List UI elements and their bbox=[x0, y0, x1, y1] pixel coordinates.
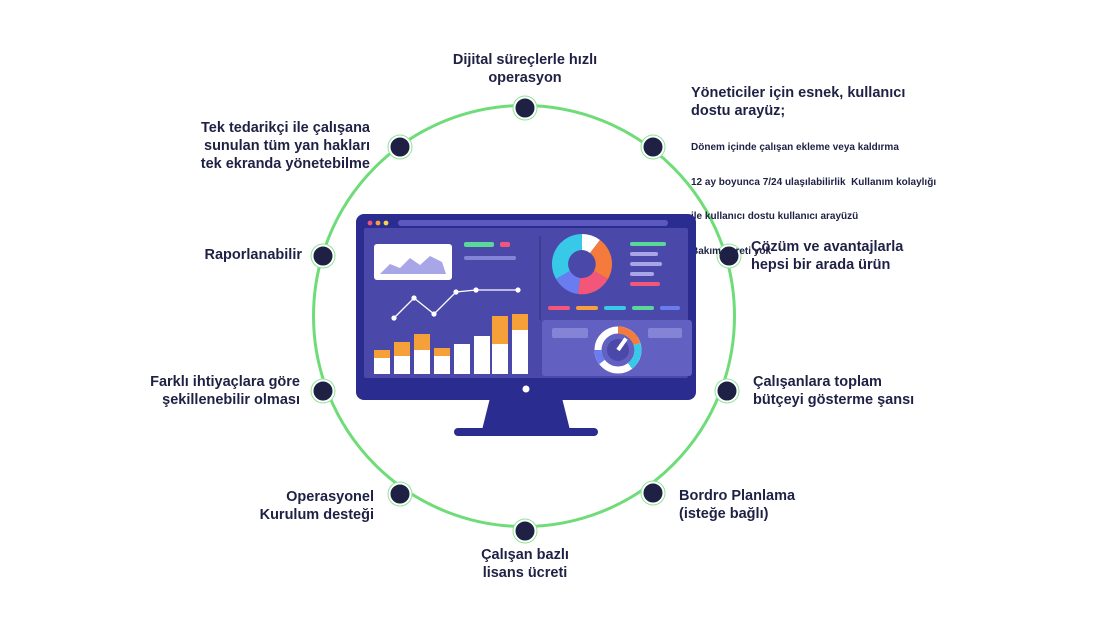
strip-pink bbox=[548, 306, 570, 310]
bar-accent bbox=[394, 342, 410, 356]
window-dot-red bbox=[367, 220, 373, 226]
label-bottom-line-2: lisans ücreti bbox=[482, 565, 568, 581]
label-bottom-right-line-2: (isteğe bağlı) bbox=[679, 506, 769, 522]
bar-accent bbox=[512, 314, 528, 330]
window-dot-yellow bbox=[383, 220, 389, 226]
donut-slice-pink bbox=[578, 271, 608, 295]
label-bottom-left: Operasyonel Kurulum desteği bbox=[214, 488, 374, 524]
line-point bbox=[473, 287, 479, 293]
strip-cyan bbox=[604, 306, 626, 310]
label-bottom-right: Bordro Planlama (isteğe bağlı) bbox=[679, 487, 795, 523]
legend-line bbox=[630, 262, 662, 266]
line-point bbox=[391, 315, 397, 321]
legend-line bbox=[630, 252, 658, 256]
bar bbox=[374, 356, 390, 374]
legend-bar-light bbox=[464, 256, 516, 260]
label-right-upper-line-1: Çözüm ve avantajlarla bbox=[751, 239, 904, 255]
label-left-upper-line-1: Raporlanabilir bbox=[204, 247, 303, 263]
legend-line bbox=[630, 282, 660, 286]
label-right-lower: Çalışanlara toplam bütçeyi gösterme şans… bbox=[753, 373, 914, 409]
label-bottom: Çalışan bazlı lisans ücreti bbox=[445, 546, 605, 582]
donut-slice-cyan bbox=[551, 234, 582, 279]
label-top-left: Tek tedarikçi ile çalışana sunulan tüm y… bbox=[160, 119, 370, 173]
line-point bbox=[411, 295, 417, 301]
detail-line-1: Dönem içinde çalışan ekleme veya kaldırm… bbox=[691, 142, 899, 153]
label-right-upper: Çözüm ve avantajlarla hepsi bir arada ür… bbox=[751, 238, 903, 274]
label-top-line-2: operasyon bbox=[488, 70, 562, 86]
bar bbox=[434, 356, 450, 374]
bar-accent bbox=[374, 350, 390, 358]
bar-chart bbox=[374, 314, 528, 374]
strip-blue bbox=[660, 306, 680, 310]
donut-slice-orange bbox=[590, 240, 613, 279]
ring-dot-left-lower bbox=[311, 379, 335, 403]
label-top-right-title: Yöneticiler için esnek, kullanıcı dostu … bbox=[691, 84, 905, 120]
label-bottom-left-line-1: Operasyonel bbox=[286, 489, 374, 505]
legend-bar-pink bbox=[500, 242, 510, 247]
ring-dot-bottom bbox=[513, 519, 537, 543]
ring-dot-left-upper bbox=[311, 244, 335, 268]
panel-divider bbox=[539, 236, 541, 320]
window-dot-orange bbox=[375, 220, 381, 226]
label-left-upper: Raporlanabilir bbox=[150, 246, 303, 264]
label-right-lower-line-2: bütçeyi gösterme şansı bbox=[753, 392, 915, 408]
label-top-right-line-1: Yöneticiler için esnek, kullanıcı bbox=[691, 85, 906, 101]
legend-line bbox=[630, 272, 654, 276]
power-dot bbox=[522, 385, 530, 393]
bar bbox=[454, 344, 470, 374]
line-point bbox=[431, 311, 437, 317]
monitor-stand bbox=[482, 398, 570, 430]
donut-slice-blue bbox=[556, 271, 580, 294]
ring-dot-top-right bbox=[641, 135, 665, 159]
ring-dot-right-upper bbox=[717, 244, 741, 268]
ring-dot-right-lower bbox=[715, 379, 739, 403]
label-top-right-line-2: dostu arayüz; bbox=[691, 103, 786, 119]
label-left-lower-line-2: şekillenebilir olması bbox=[162, 392, 300, 408]
donut-slice-white bbox=[582, 234, 600, 253]
ring-dot-top-left bbox=[388, 135, 412, 159]
bar bbox=[492, 344, 508, 374]
detail-line-4: Bakım ücreti yok bbox=[691, 245, 772, 257]
label-top-line-1: Dijital süreçlerle hızlı bbox=[452, 52, 598, 68]
strip-orange bbox=[576, 306, 598, 310]
monitor-base bbox=[454, 428, 598, 436]
bar bbox=[512, 330, 528, 374]
gauge-chart bbox=[594, 326, 642, 374]
label-top-right-details: Dönem içinde çalışan ekleme veya kaldırm… bbox=[691, 119, 936, 269]
legend-line bbox=[630, 242, 666, 246]
gauge-card-tab bbox=[552, 328, 588, 338]
label-top: Dijital süreçlerle hızlı operasyon bbox=[430, 51, 620, 87]
label-bottom-right-line-1: Bordro Planlama bbox=[679, 488, 796, 504]
label-top-left-line-3: tek ekranda yönetebilme bbox=[200, 156, 370, 172]
donut-chart bbox=[551, 234, 613, 295]
strip-green bbox=[632, 306, 654, 310]
label-right-lower-line-1: Çalışanlara toplam bbox=[753, 374, 882, 390]
bar-accent bbox=[434, 348, 450, 356]
address-bar bbox=[398, 220, 668, 226]
dashboard-monitor-illustration bbox=[356, 214, 696, 436]
gauge-card-tab bbox=[648, 328, 682, 338]
detail-line-3: ile kullanıcı dostu kullanıcı arayüzü bbox=[691, 211, 859, 222]
detail-line-2: 12 ay boyunca 7/24 ulaşılabilirlik Kulla… bbox=[691, 176, 937, 188]
area-chart-shape bbox=[380, 256, 446, 274]
bar-accent bbox=[492, 316, 508, 344]
ring-dot-top bbox=[513, 96, 537, 120]
ring-dot-bottom-left bbox=[388, 482, 412, 506]
label-top-left-line-2: sunulan tüm yan hakları bbox=[204, 138, 370, 154]
bar-accent bbox=[414, 334, 430, 350]
label-top-left-line-1: Tek tedarikçi ile çalışana bbox=[201, 120, 370, 136]
label-bottom-left-line-2: Kurulum desteği bbox=[259, 507, 374, 523]
bar bbox=[474, 336, 490, 374]
line-point bbox=[453, 289, 459, 295]
label-left-lower: Farklı ihtiyaçlara göre şekillenebilir o… bbox=[110, 373, 300, 409]
ring-dot-bottom-right bbox=[641, 481, 665, 505]
label-left-lower-line-1: Farklı ihtiyaçlara göre bbox=[150, 374, 300, 390]
bar bbox=[394, 356, 410, 374]
line-point bbox=[515, 287, 521, 293]
label-right-upper-line-2: hepsi bir arada ürün bbox=[751, 257, 891, 273]
legend-bar-green bbox=[464, 242, 494, 247]
bar bbox=[414, 350, 430, 374]
label-bottom-line-1: Çalışan bazlı bbox=[481, 547, 569, 563]
